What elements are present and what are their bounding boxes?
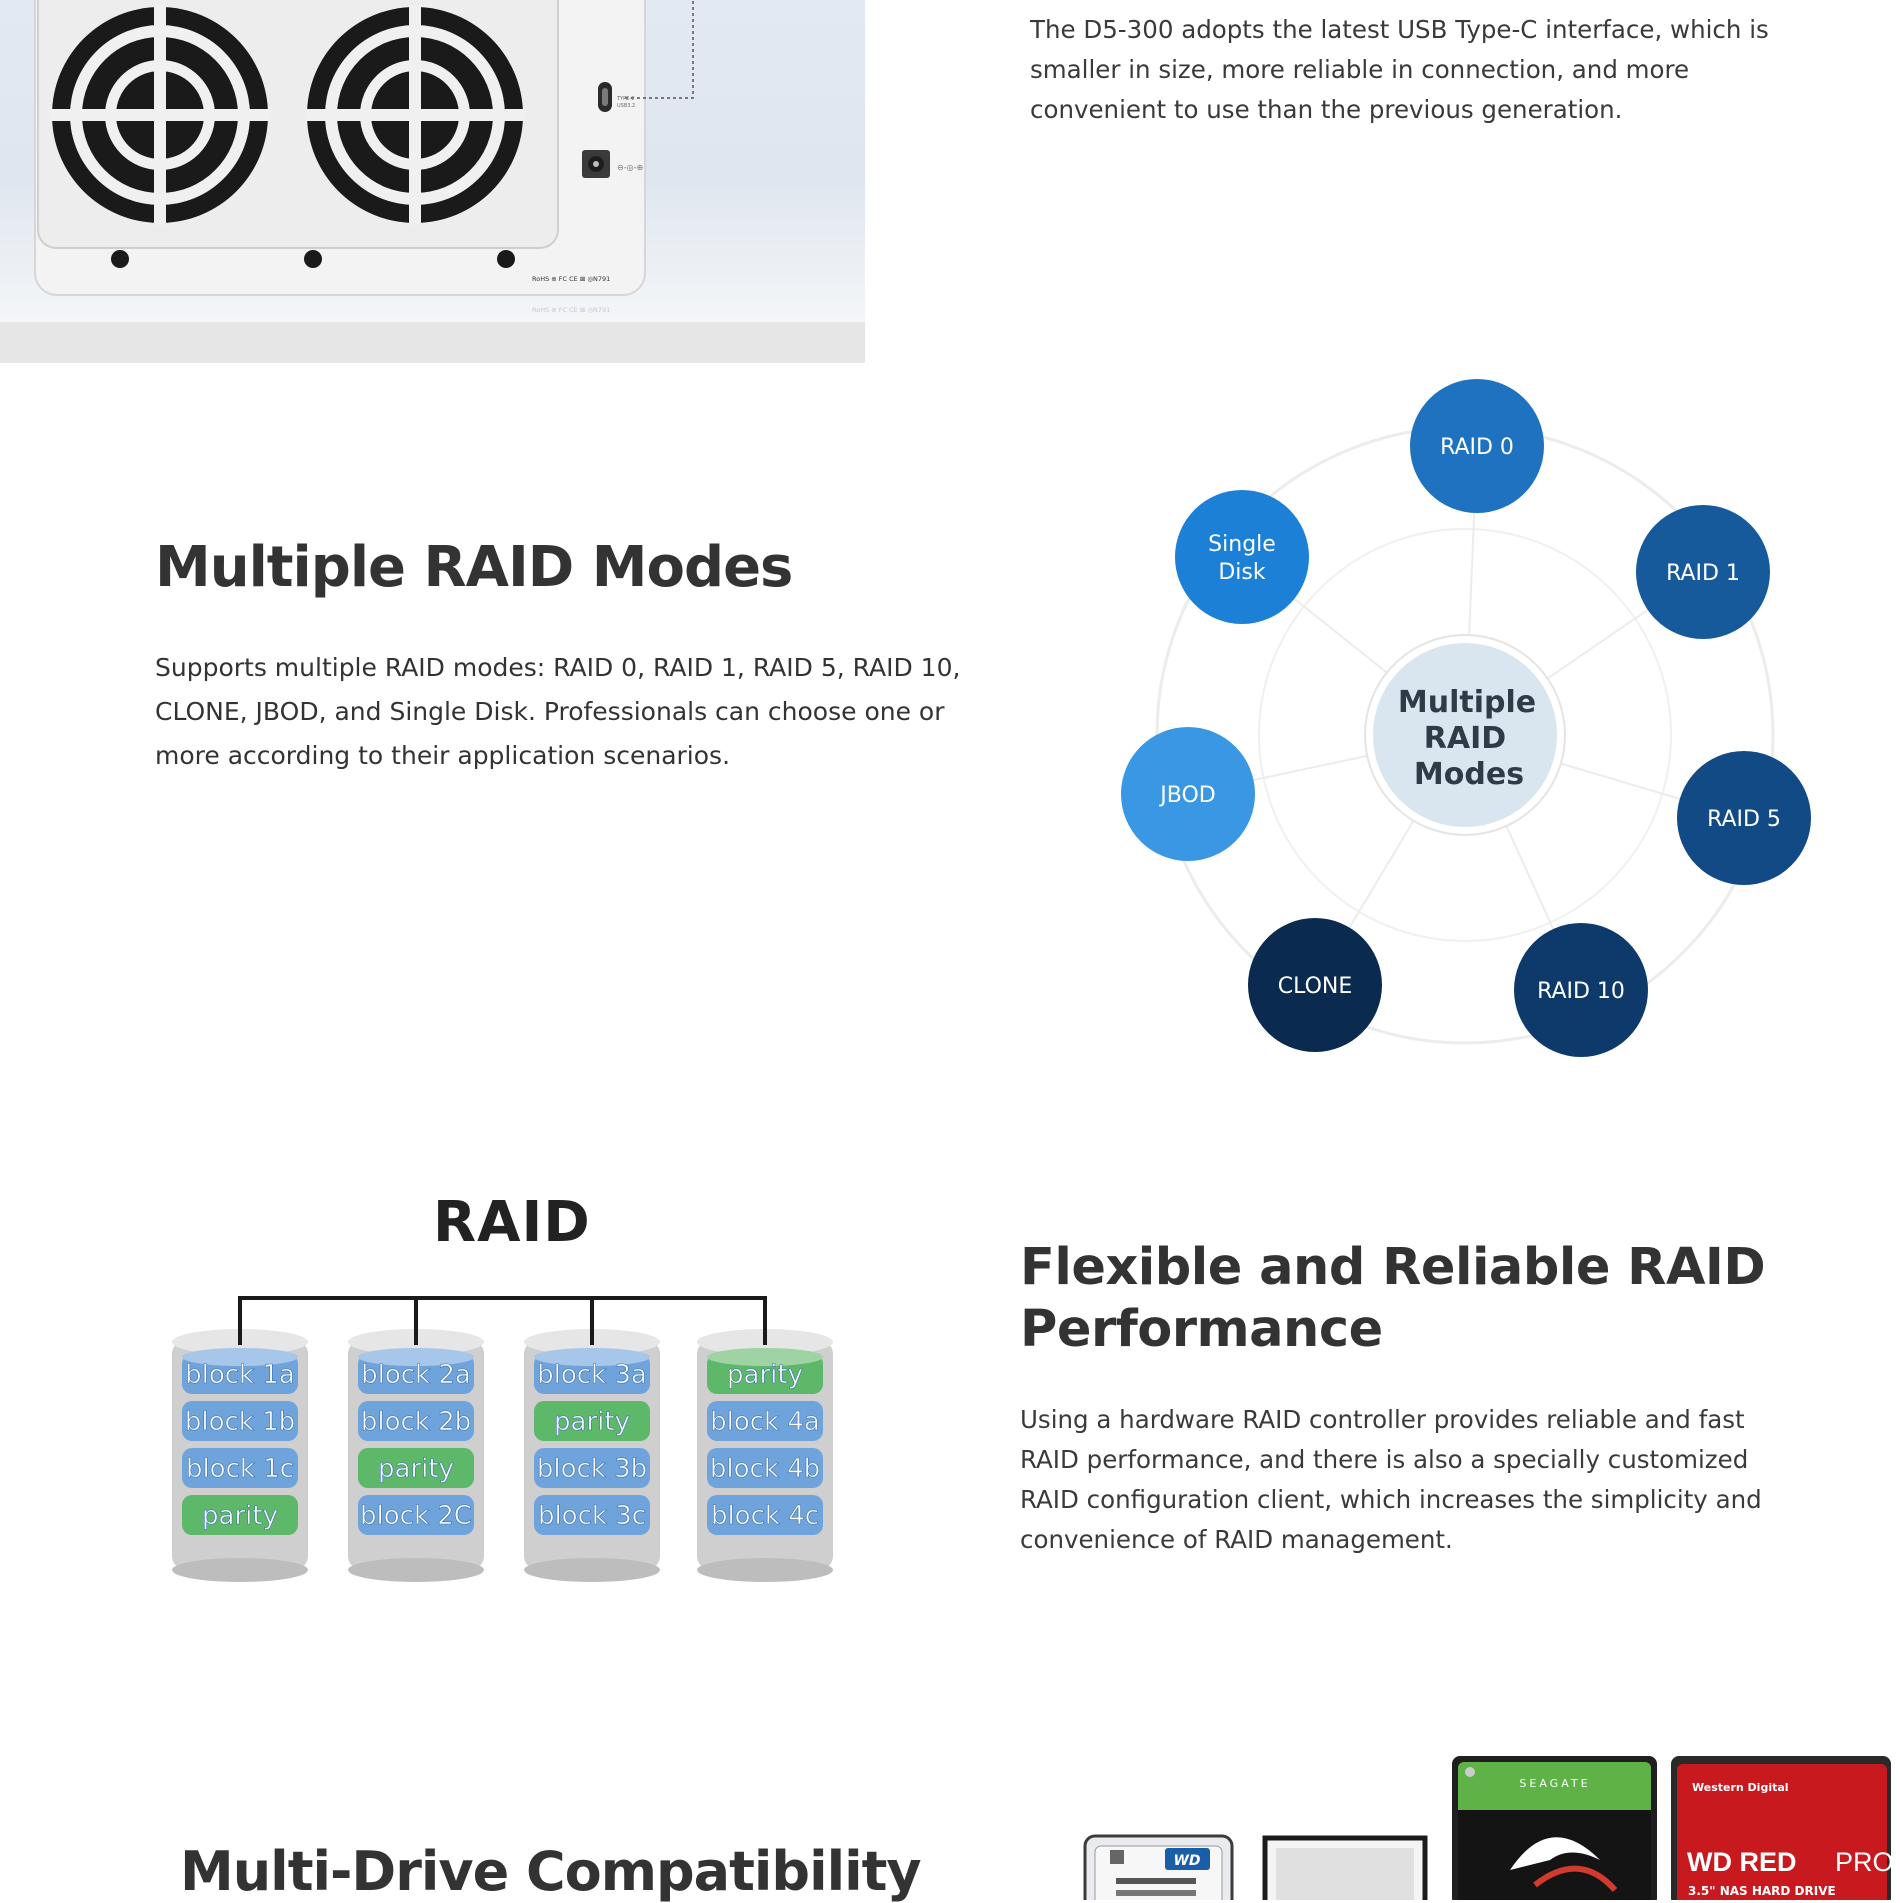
raid-mode-node-circle [1410, 379, 1544, 513]
raid-mode-node: RAID 10 [1514, 923, 1648, 1057]
raid-mode-node: CLONE [1248, 918, 1382, 1052]
western-digital-logo: Western Digital [1692, 1781, 1789, 1794]
wd-red-pro-drive-icon: Western Digital WD RED PRO 3.5" NAS HARD… [1671, 1756, 1894, 1900]
block-label: block 1b [185, 1407, 295, 1437]
center-label-line-3: Modes [1414, 757, 1524, 792]
disk-cylinder: parity block 4a block 4b block 4c [697, 1329, 833, 1582]
raid-mode-node-label: RAID 1 [1666, 561, 1740, 586]
screw-icon [304, 250, 322, 268]
raid-mode-node-label: RAID 5 [1707, 807, 1781, 832]
usb-c-description: The D5-300 adopts the latest USB Type-C … [1030, 15, 1769, 124]
flexible-raid-title: Flexible and Reliable RAID Performance [1020, 1237, 1780, 1361]
device-back-panel-image: TYPE-C USB3.2 ⊖-◎-⊕ RoHS ⊕ FC CE ⊠ ◎N791… [0, 0, 865, 363]
raid-mode-node-label: Single [1208, 532, 1276, 557]
screw-icon [111, 250, 129, 268]
raid-mode-node: RAID 5 [1677, 751, 1811, 885]
screw-icon [497, 250, 515, 268]
raid-mode-node-circle [1677, 751, 1811, 885]
raid-modes-diagram: Multiple RAID Modes RAID 0 RAID 1 RAID 5 RA… [1121, 379, 1811, 1057]
parity-label: parity [727, 1360, 803, 1390]
inner-ring [1258, 528, 1672, 942]
parity-label: parity [378, 1454, 454, 1484]
block-label: block 2b [361, 1407, 471, 1437]
raid-mode-node-label: Disk [1218, 560, 1266, 585]
disk-cylinder: block 2a block 2b parity block 2C [348, 1329, 484, 1582]
fan-icon [50, 5, 270, 225]
raid-modes-description: Supports multiple RAID modes: RAID 0, RA… [155, 653, 961, 770]
raid-mode-node-circle [1121, 727, 1255, 861]
center-hub: Multiple RAID Modes [1364, 634, 1566, 836]
flexible-raid-title-line-2: Performance [1020, 1300, 1383, 1359]
usb-c-port-icon [598, 82, 612, 112]
wd-logo: WD [1173, 1853, 1200, 1869]
flexible-raid-title-line-1: Flexible and Reliable RAID [1020, 1238, 1766, 1297]
raid-mode-node-label: RAID 0 [1440, 435, 1514, 460]
raid-modes-title: Multiple RAID Modes [155, 535, 793, 600]
raid-mode-node-label: CLONE [1278, 974, 1353, 999]
raid-mode-node-label: JBOD [1158, 783, 1215, 808]
seagate-drive-icon: SEAGATE [1452, 1756, 1657, 1900]
parity-block [534, 1401, 650, 1441]
seagate-logo: SEAGATE [1519, 1777, 1590, 1790]
hard-drive-lineup-image: WD SEAGATE Western Digital WD RED PRO 3.… [1083, 1756, 1894, 1900]
raid-mode-node-label: RAID 10 [1537, 979, 1625, 1004]
wd-red-subtitle: 3.5" NAS HARD DRIVE [1688, 1884, 1836, 1898]
data-block [182, 1401, 298, 1441]
raid-mode-node-circle [1248, 918, 1382, 1052]
block-label: block 4a [710, 1407, 820, 1437]
raid-mode-node-circle [1636, 505, 1770, 639]
controller-bus-line [238, 1296, 767, 1345]
disk-cylinder: block 3a parity block 3b block 3c [524, 1329, 660, 1582]
port-label-speed: USB3.2 [617, 103, 635, 109]
block-label: block 1a [185, 1360, 295, 1390]
raid-mode-node-circle [1175, 490, 1309, 624]
block-label: block 4c [711, 1501, 819, 1531]
parity-block [358, 1448, 474, 1488]
data-block [707, 1495, 823, 1535]
parity-label: parity [554, 1407, 630, 1437]
raid-mode-node: RAID 0 [1410, 379, 1544, 513]
callout-line [625, 0, 694, 99]
data-block [534, 1448, 650, 1488]
flexible-raid-description: Using a hardware RAID controller provide… [1020, 1405, 1762, 1554]
certification-marks-reflection: RoHS ⊕ FC CE ⊠ ◎N791 [532, 306, 610, 314]
raid-diagram-title: RAID [433, 1190, 591, 1255]
image-floor-strip [0, 322, 865, 363]
block-label: block 2C [360, 1501, 472, 1531]
data-block [358, 1495, 474, 1535]
svg-text:⊖-◎-⊕: ⊖-◎-⊕ [617, 163, 643, 172]
data-block [534, 1495, 650, 1535]
raid-mode-node: JBOD [1121, 727, 1255, 861]
block-label: block 4b [710, 1454, 820, 1484]
center-label-line-2: RAID [1424, 721, 1506, 756]
block-label: block 3a [537, 1360, 647, 1390]
fan-icon [305, 5, 525, 225]
data-block [707, 1401, 823, 1441]
data-block [182, 1448, 298, 1488]
raid-mode-node: RAID 1 [1636, 505, 1770, 639]
parity-label: parity [202, 1501, 278, 1531]
wd-drive-icon: WD [1083, 1834, 1234, 1900]
block-label: block 3c [538, 1501, 646, 1531]
port-label: TYPE-C [616, 96, 635, 102]
enclosure-back-illustration: TYPE-C USB3.2 ⊖-◎-⊕ RoHS ⊕ FC CE ⊠ ◎N791… [34, 0, 694, 314]
data-block [707, 1448, 823, 1488]
disk-cylinder: block 1a block 1b block 1c parity [172, 1329, 308, 1582]
block-label: block 1c [186, 1454, 294, 1484]
data-block [358, 1401, 474, 1441]
wd-red-wordmark: WD RED [1687, 1847, 1797, 1877]
multi-drive-title: Multi-Drive Compatibility [180, 1840, 922, 1903]
wd-red-pro-wordmark: PRO [1835, 1847, 1894, 1877]
block-label: block 2a [361, 1360, 471, 1390]
block-label: block 3b [537, 1454, 647, 1484]
raid-mode-node-circle [1514, 923, 1648, 1057]
certification-marks: RoHS ⊕ FC CE ⊠ ◎N791 [532, 275, 610, 283]
drive-icon [1262, 1835, 1428, 1900]
parity-block [182, 1495, 298, 1535]
center-label-line-1: Multiple [1398, 685, 1536, 720]
power-port-icon: ⊖-◎-⊕ [582, 150, 643, 178]
